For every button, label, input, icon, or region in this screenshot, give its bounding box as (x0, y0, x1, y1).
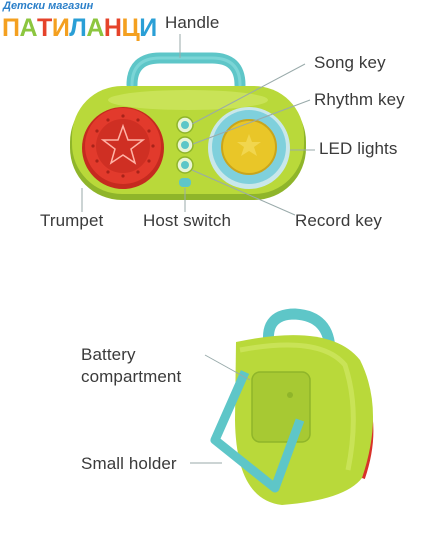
label-handle: Handle (165, 13, 220, 32)
brand-letter: Т (37, 14, 52, 42)
label-battery-line2: compartment (81, 367, 182, 386)
brand-letter: И (139, 14, 157, 42)
battery-compartment (251, 371, 311, 443)
brand-letter: А (86, 14, 104, 42)
brand-subtitle: Детски магазин (3, 0, 94, 12)
label-trumpet: Trumpet (40, 211, 104, 230)
brand-logo[interactable]: ПАТИЛАНЦИ (2, 14, 157, 43)
label-host-switch: Host switch (143, 211, 232, 230)
label-rhythm-key: Rhythm key (314, 90, 405, 109)
small-holder (210, 370, 305, 493)
brand-letter: П (2, 14, 20, 42)
label-record-key: Record key (295, 211, 382, 230)
side-handle (263, 308, 336, 358)
label-battery-line1: Battery (81, 345, 136, 364)
host-switch (179, 178, 191, 187)
label-led-lights: LED lights (319, 139, 398, 158)
handle-part (126, 52, 246, 91)
brand-letter: Ц (121, 14, 140, 42)
brand-letter: Л (69, 14, 87, 42)
label-song-key: Song key (314, 53, 386, 72)
label-small-holder: Small holder (81, 454, 177, 473)
brand-letter: Н (103, 14, 122, 42)
brand-letter: А (19, 14, 38, 42)
brand-letter: И (51, 14, 70, 42)
